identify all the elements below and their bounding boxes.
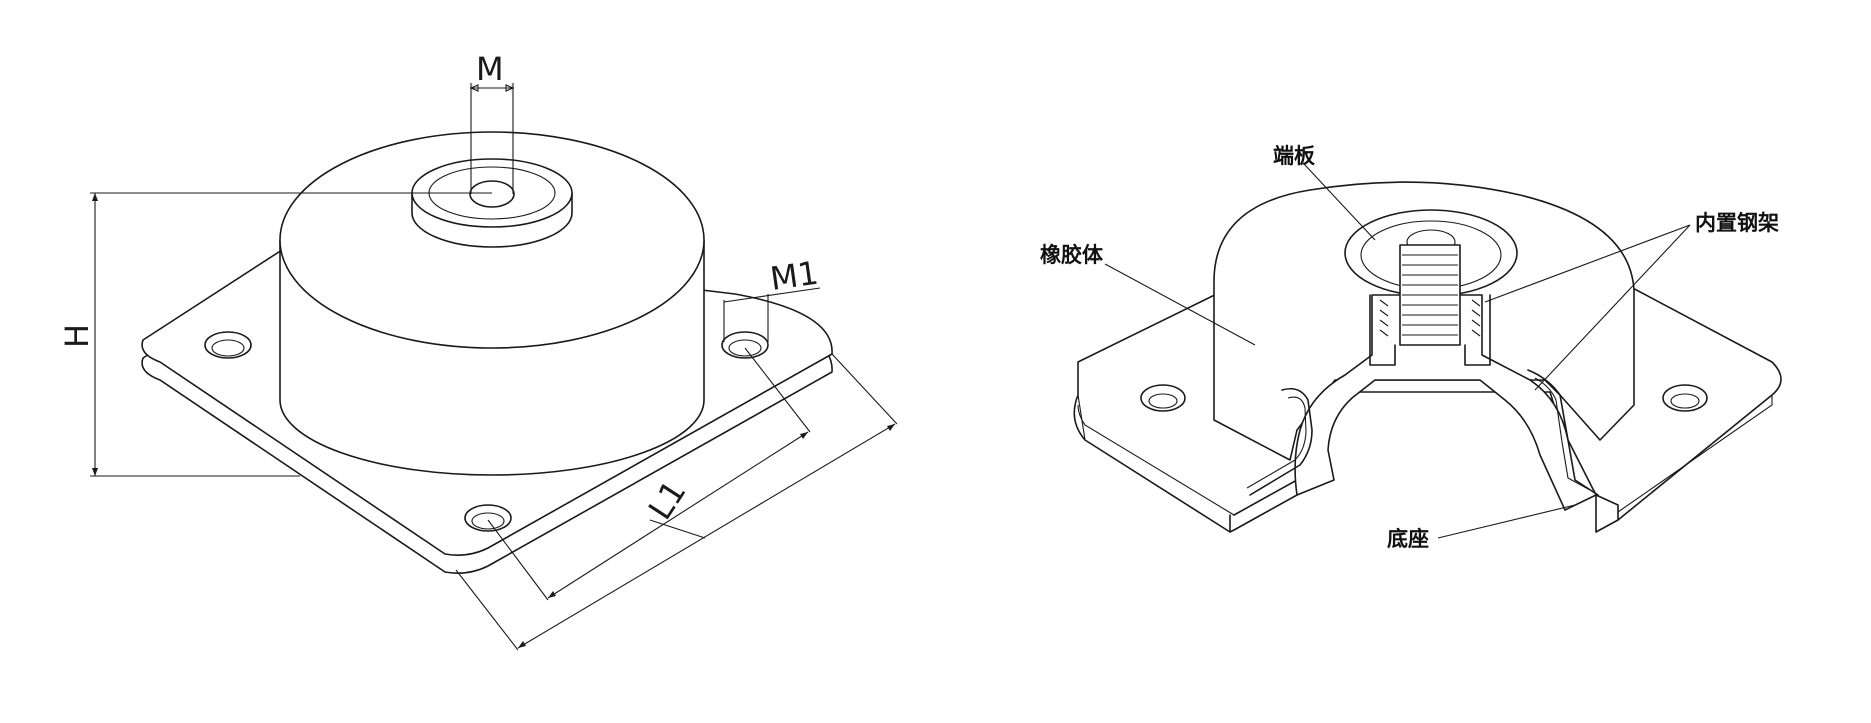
leader-lines <box>1104 164 1691 539</box>
label-rubber-body: 橡胶体 <box>1040 243 1104 267</box>
dim-m1-label: M1 <box>768 254 821 298</box>
dim-h: H <box>58 192 492 477</box>
dim-m1: M1 <box>723 254 821 342</box>
label-base: 底座 <box>1387 527 1429 551</box>
mount-cutaway-view: 端板 橡胶体 内置钢架 底座 <box>1040 144 1782 551</box>
dim-overall-width <box>455 353 898 651</box>
cut-hole-left <box>1140 384 1186 412</box>
threaded-insert <box>1369 244 1491 366</box>
center-thread-hole <box>469 180 515 208</box>
cut-hole-right <box>1662 384 1708 412</box>
hole-bottom <box>464 504 512 532</box>
dim-m: M <box>469 50 515 194</box>
label-steel-frame: 内置钢架 <box>1695 211 1779 235</box>
dim-l1-label: L1 <box>641 474 694 527</box>
dim-m-label: M <box>476 50 504 88</box>
cut-base-right-edge <box>1595 494 1619 521</box>
mount-isometric-view: M H M1 L1 <box>58 50 898 651</box>
steel-frame-left <box>1249 387 1313 496</box>
cut-base-left-edge <box>1229 479 1298 533</box>
mounting-holes <box>204 331 769 532</box>
hole-right <box>721 331 769 359</box>
hole-left <box>204 331 252 359</box>
label-end-plate: 端板 <box>1273 144 1316 168</box>
dim-h-label: H <box>58 324 96 348</box>
steel-frame-right <box>1527 369 1599 496</box>
